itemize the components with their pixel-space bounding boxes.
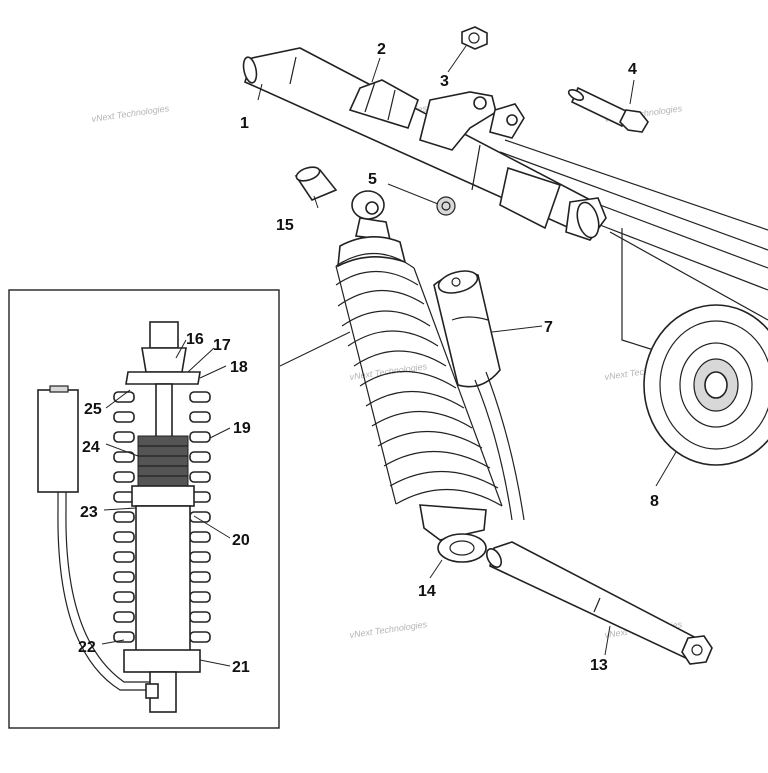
- callout-20: 20: [232, 532, 250, 549]
- inset-cutaway: [8, 289, 280, 729]
- callout-2: 2: [377, 41, 386, 58]
- callout-16: 16: [186, 331, 204, 348]
- callout-22: 22: [78, 639, 96, 656]
- callout-7: 7: [544, 319, 553, 336]
- callout-18: 18: [230, 359, 248, 376]
- frame-rails: [499, 139, 768, 353]
- idler-wheel: [643, 304, 768, 466]
- locknut: [436, 196, 456, 216]
- callout-5: 5: [368, 171, 377, 188]
- reservoir: [433, 270, 525, 521]
- callout-23: 23: [80, 504, 98, 521]
- nut: [461, 26, 488, 50]
- callout-14: 14: [418, 583, 436, 600]
- coil-right: [189, 391, 211, 643]
- callout-8: 8: [650, 493, 659, 510]
- leader-lines: [101, 45, 677, 667]
- callout-21: 21: [232, 659, 250, 676]
- coil-left: [113, 391, 135, 643]
- cross-shaft-assembly: [242, 47, 607, 241]
- bolt: [567, 86, 649, 133]
- callout-19: 19: [233, 420, 251, 437]
- callouts: 1 2 3 4 5 7 8 13 14 15 16 17 18 19 20 21…: [78, 41, 659, 676]
- bushing: [294, 166, 338, 201]
- callout-4: 4: [628, 61, 637, 78]
- callout-15: 15: [276, 217, 294, 234]
- callout-1: 1: [240, 115, 249, 132]
- shock-absorber: [335, 190, 503, 563]
- callout-25: 25: [84, 401, 102, 418]
- watermark: vNext Technologies: [91, 103, 170, 124]
- callout-13: 13: [590, 657, 608, 674]
- callout-24: 24: [82, 439, 100, 456]
- callout-17: 17: [213, 337, 231, 354]
- callout-3: 3: [440, 73, 449, 90]
- watermark: vNext Technologies: [349, 619, 428, 640]
- long-axle-bolt: [485, 541, 713, 665]
